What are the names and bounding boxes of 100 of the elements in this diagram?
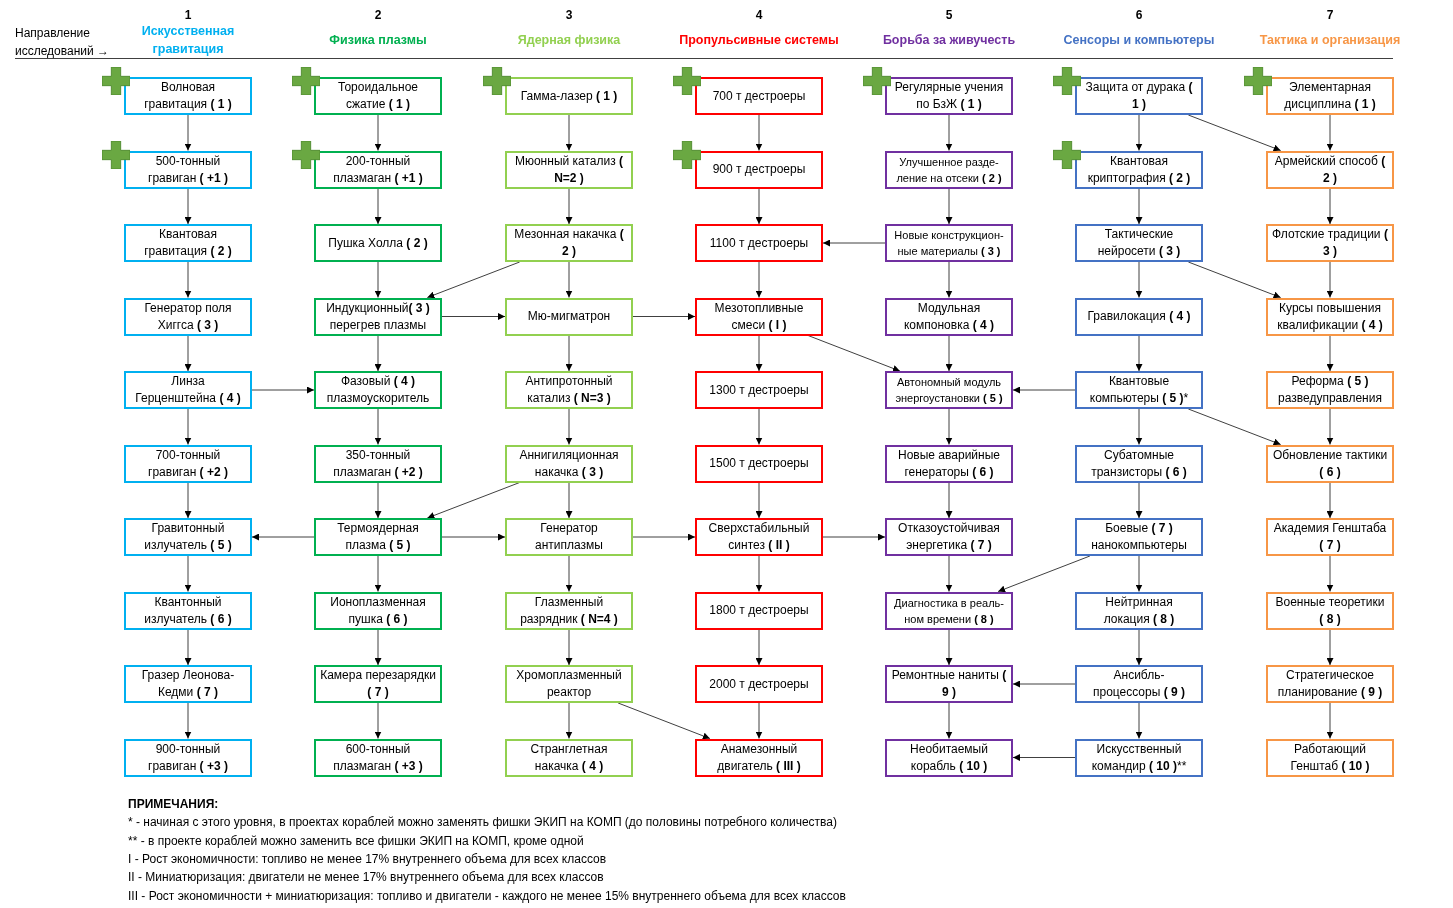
tech-name: 700 т дестроеры — [712, 87, 806, 105]
tech-name: Искусственный командир ( 10 )** — [1090, 740, 1188, 775]
tech-box — [314, 591, 442, 630]
tech-name: Работающий Генштаб ( 10 ) — [1289, 740, 1371, 775]
tech-name: Волновая гравитация ( 1 ) — [143, 79, 233, 113]
arrow — [565, 482, 573, 519]
tech-box — [124, 224, 252, 262]
arrow — [755, 408, 763, 445]
tech-box — [885, 738, 1013, 777]
tech-box — [1075, 224, 1203, 262]
arrow — [184, 188, 192, 225]
tech-name: Модульная компоновка ( 4 ) — [903, 299, 995, 334]
tech-box — [695, 224, 823, 262]
arrow — [755, 555, 763, 592]
arrow — [1135, 555, 1143, 592]
tech-name: Глазменный разрядник ( N=4 ) — [519, 593, 619, 628]
arrow — [755, 114, 763, 151]
tech-name: Регулярные учения по БзЖ ( 1 ) — [893, 79, 1005, 113]
tech-box — [1075, 738, 1203, 777]
tech-box — [1266, 224, 1394, 262]
arrow — [184, 629, 192, 666]
tech-name: 1500 т дестроеры — [709, 455, 809, 472]
arrow — [1135, 114, 1143, 151]
tech-box — [1266, 518, 1394, 556]
tech-name: 2000 т дестроеры — [709, 675, 809, 693]
arrow — [1135, 261, 1143, 298]
arrow — [1326, 702, 1334, 739]
tech-box — [505, 738, 633, 777]
arrow — [1326, 114, 1334, 151]
column-title: Ядерная физика — [517, 32, 621, 49]
arrow — [374, 555, 382, 592]
note-text: * - начиная с этого уровня, в проектах кораблей можно заменять фишки ЭКИП на КОМП (до половины потребного количества) — [128, 814, 837, 832]
tech-box — [505, 665, 633, 703]
arrow — [184, 408, 192, 445]
arrow — [426, 261, 521, 299]
tech-name: Диагностика в реаль-ном времени ( 8 ) — [893, 595, 1005, 627]
tech-box — [124, 518, 252, 556]
tech-box — [1266, 77, 1394, 115]
tech-name: 350-тонный плазмаган ( +2 ) — [332, 446, 424, 481]
tech-name: Линза Герценштейна ( 4 ) — [134, 373, 242, 407]
tech-name: Тактические нейросети ( 3 ) — [1096, 226, 1182, 260]
arrow — [184, 555, 192, 592]
column-number: 6 — [1134, 7, 1144, 24]
tech-box — [695, 371, 823, 409]
tech-name: Гразер Леонова-Кедми ( 7 ) — [140, 667, 236, 701]
tech-box — [885, 77, 1013, 115]
tech-name: Квантовая гравитация ( 2 ) — [143, 226, 233, 260]
arrow — [565, 629, 573, 666]
arrow — [1135, 629, 1143, 666]
tech-name: Гравитонный излучатель ( 5 ) — [143, 520, 233, 554]
tech-box — [1266, 665, 1394, 703]
tech-box — [695, 297, 823, 336]
tech-name: Генератор поля Хиггса ( 3 ) — [143, 299, 233, 334]
arrow — [565, 702, 573, 739]
column-number: 5 — [944, 7, 954, 24]
arrow — [1012, 386, 1076, 394]
tech-name: Армейский способ ( 2 ) — [1273, 152, 1387, 187]
arrow — [945, 702, 953, 739]
tech-box — [885, 297, 1013, 336]
tech-name: Флотские традиции ( 3 ) — [1272, 226, 1388, 260]
tech-name: Антипротонный катализ ( N=3 ) — [524, 373, 614, 407]
tech-name: Тороидальное сжатие ( 1 ) — [337, 79, 419, 113]
tech-name: Квантовая криптография ( 2 ) — [1086, 152, 1192, 187]
arrow — [632, 533, 696, 541]
arrow — [184, 702, 192, 739]
tech-box — [695, 665, 823, 703]
tech-box — [1266, 444, 1394, 483]
tech-name: Гравилокация ( 4 ) — [1087, 308, 1191, 325]
arrow — [1326, 555, 1334, 592]
arrow — [617, 702, 711, 740]
column-number: 7 — [1325, 7, 1335, 24]
arrow — [1326, 188, 1334, 225]
arrow — [374, 114, 382, 151]
note-text: I - Рост экономичности: топливо не менее 17% внутреннего объема для всех классов — [128, 850, 607, 868]
tech-box — [505, 224, 633, 262]
tech-box — [1075, 591, 1203, 630]
tech-box — [1075, 444, 1203, 483]
tech-box — [885, 518, 1013, 556]
arrow — [374, 408, 382, 445]
tech-box — [695, 591, 823, 630]
tech-box — [505, 371, 633, 409]
tech-box — [505, 297, 633, 336]
arrow — [251, 533, 315, 541]
arrow — [1135, 335, 1143, 372]
arrow — [755, 702, 763, 739]
arrow — [1135, 482, 1143, 519]
arrow — [632, 313, 696, 320]
arrow — [945, 555, 953, 592]
tech-box — [1075, 297, 1203, 336]
tech-name: Обновление тактики ( 6 ) — [1272, 446, 1388, 481]
arrow — [565, 335, 573, 372]
arrow — [565, 114, 573, 151]
arrow — [1187, 261, 1282, 299]
arrow — [426, 482, 521, 519]
arrow — [565, 555, 573, 592]
tech-box — [885, 224, 1013, 262]
arrow — [807, 335, 901, 372]
tech-name: Мезотопливные смеси ( I ) — [713, 299, 805, 334]
note-text: III - Рост экономичности + миниатюризация: топливо и двигатели - каждого не менее 15% внутреннего объема для всех классов — [128, 887, 846, 905]
tech-box — [1266, 371, 1394, 409]
